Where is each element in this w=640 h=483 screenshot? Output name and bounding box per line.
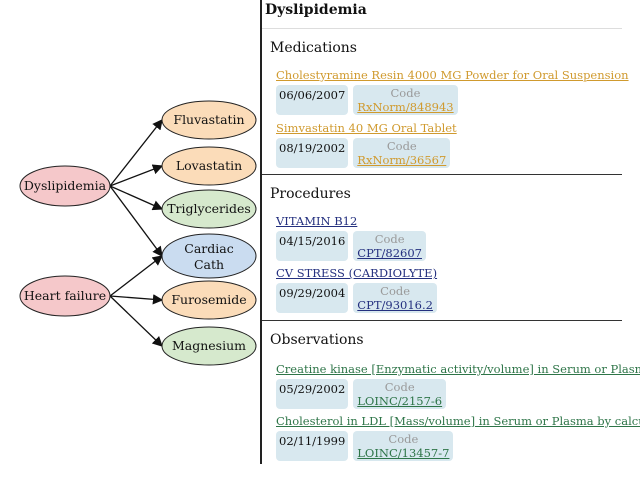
record-item: Simvastatin 40 MG Oral Tablet 08/19/2002… [276,121,457,168]
node-label: Fluvastatin [173,112,244,127]
record-link[interactable]: VITAMIN B12 [276,214,358,228]
code-link[interactable]: RxNorm/36567 [357,153,447,167]
title-divider [262,28,622,29]
edge-arrow [109,255,164,297]
node-label: Dyslipidemia [24,178,107,193]
record-link[interactable]: Simvastatin 40 MG Oral Tablet [276,121,457,135]
disease-node: Dyslipidemia [19,165,111,207]
panel-title: Dyslipidemia [265,2,367,18]
record-link[interactable]: Cholesterol in LDL [Mass/volume] in Seru… [276,414,640,428]
code-link[interactable]: CPT/93016.2 [357,298,433,312]
code-link[interactable]: LOINC/13457-7 [357,446,450,460]
record-item: Cholesterol in LDL [Mass/volume] in Seru… [276,414,640,461]
record-date: 06/06/2007 [276,85,349,115]
edge-arrow [109,295,163,347]
node-label: Cath [194,257,224,272]
edge-arrow [109,118,163,187]
record-item: Cholestyramine Resin 4000 MG Powder for … [276,68,629,115]
node-label: Cardiac [184,241,233,256]
target-node: Fluvastatin [161,100,257,140]
edge-arrow [109,294,164,305]
code-label: Code [388,432,419,446]
code-label: Code [386,139,417,153]
target-node: Magnesium [161,326,257,366]
node-label: Lovastatin [176,158,242,173]
record-link[interactable]: Creatine kinase [Enzymatic activity/volu… [276,362,640,376]
record-date: 05/29/2002 [276,379,349,409]
section-divider [262,320,622,321]
node-label: Heart failure [24,288,106,303]
record-link[interactable]: CV STRESS (CARDIOLYTE) [276,266,438,280]
record-item: Creatine kinase [Enzymatic activity/volu… [276,362,640,409]
code-link[interactable]: RxNorm/848943 [357,100,454,114]
target-node: Lovastatin [161,146,257,186]
record-date: 04/15/2016 [276,231,349,261]
code-label: Code [380,284,411,298]
record-date: 09/29/2004 [276,283,349,313]
section-heading: Medications [270,40,357,56]
section-divider [262,174,622,175]
target-node: Furosemide [161,280,257,320]
code-label: Code [390,86,421,100]
node-label: Magnesium [172,338,246,353]
edge-arrow [109,185,164,211]
node-label: Triglycerides [167,201,251,216]
code-link[interactable]: LOINC/2157-6 [357,394,443,408]
target-node: Triglycerides [161,189,257,229]
code-label: Code [374,232,405,246]
section-heading: Observations [270,332,364,348]
node-label: Furosemide [171,292,246,307]
section-heading: Procedures [270,186,351,202]
panel-divider [260,0,262,464]
edge-arrow [109,164,164,187]
record-link[interactable]: Cholestyramine Resin 4000 MG Powder for … [276,68,629,82]
code-label: Code [384,380,415,394]
disease-node: Heart failure [19,275,111,317]
record-date: 08/19/2002 [276,138,349,168]
edge-arrow [109,185,163,258]
record-date: 02/11/1999 [276,431,349,461]
code-link[interactable]: CPT/82607 [357,246,422,260]
